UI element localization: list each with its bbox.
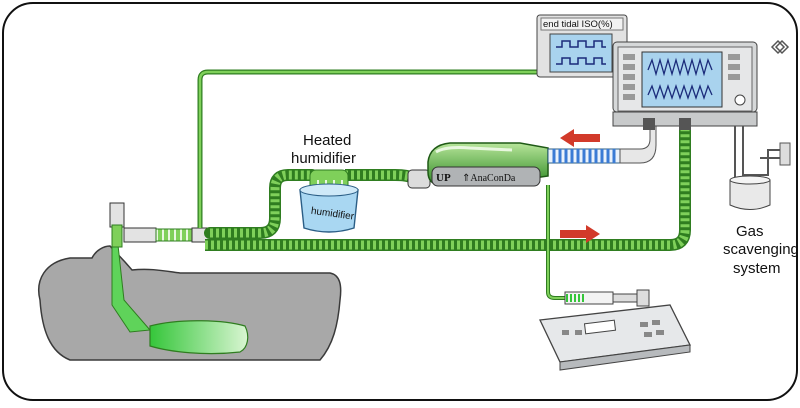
gas-scavenging-label-line2: scavenging — [723, 241, 799, 258]
end-tidal-monitor: end tidal ISO(%) — [536, 14, 628, 78]
anaconda-label: ⇑AnaConDa — [462, 173, 516, 184]
diamond-logo-icon — [770, 39, 790, 55]
syringe-pump — [539, 304, 691, 371]
anaconda-device: UP ⇑AnaConDa — [407, 142, 549, 189]
heated-humidifier: humidifier — [299, 169, 359, 233]
scavenging-canister — [729, 175, 771, 210]
anesthesia-machine — [612, 41, 758, 130]
anaconda-up-label: UP — [436, 172, 451, 184]
syringe — [564, 289, 650, 307]
gas-scavenging-label-line3: system — [733, 260, 781, 277]
monitor-title: end tidal ISO(%) — [543, 19, 613, 30]
heated-humidifier-label-line1: Heated — [303, 132, 351, 149]
lung — [149, 320, 249, 355]
flow-arrow-right — [560, 225, 600, 243]
gas-scavenging-label-line1: Gas — [736, 223, 764, 240]
heated-humidifier-label-line2: humidifier — [291, 150, 356, 167]
endotracheal-connector — [109, 202, 211, 248]
expiratory-limb — [205, 125, 691, 251]
flow-arrow-left — [560, 129, 600, 147]
